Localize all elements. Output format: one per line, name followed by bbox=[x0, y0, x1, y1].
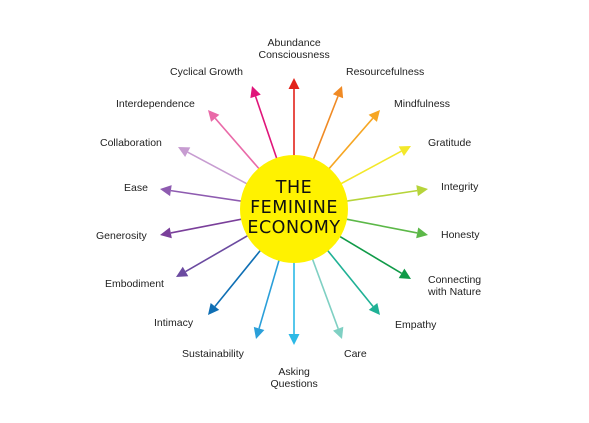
spoke-arrowhead-17 bbox=[250, 86, 261, 99]
spoke-arrowhead-9 bbox=[288, 334, 300, 345]
spoke-label-15: Collaboration bbox=[100, 137, 162, 149]
spoke-arrowhead-6 bbox=[398, 268, 411, 279]
spoke-label-10: Sustainability bbox=[182, 348, 244, 360]
spoke-arrowhead-0 bbox=[288, 78, 300, 89]
center-title: THE FEMININE ECONOMY bbox=[239, 168, 349, 248]
spoke-arrowhead-14 bbox=[160, 185, 172, 197]
spoke-arrowhead-7 bbox=[368, 302, 380, 315]
spoke-label-4: Integrity bbox=[441, 181, 479, 193]
center-circle bbox=[240, 155, 348, 263]
spoke-label-13: Generosity bbox=[96, 230, 147, 242]
spoke-arrowhead-15 bbox=[178, 147, 191, 158]
spoke-arrowhead-3 bbox=[398, 146, 411, 157]
spoke-label-8: Care bbox=[344, 348, 367, 360]
spoke-arrowhead-5 bbox=[416, 227, 428, 239]
spoke-arrowhead-1 bbox=[332, 86, 344, 99]
spoke-label-7: Empathy bbox=[395, 319, 437, 331]
spoke-label-1: Resourcefulness bbox=[346, 66, 425, 78]
spoke-label-12: Embodiment bbox=[105, 278, 164, 290]
spoke-label-17: Cyclical Growth bbox=[170, 66, 243, 78]
spoke-arrowhead-4 bbox=[416, 185, 428, 197]
spoke-arrowhead-10 bbox=[253, 326, 265, 339]
spoke-arrowhead-12 bbox=[176, 266, 189, 277]
spoke-label-3: Gratitude bbox=[428, 137, 472, 149]
spoke-label-14: Ease bbox=[124, 182, 148, 194]
spoke-label-16: Interdependence bbox=[116, 98, 195, 110]
spoke-arrowhead-11 bbox=[208, 302, 220, 315]
spoke-label-11: Intimacy bbox=[154, 317, 194, 329]
spoke-arrowhead-13 bbox=[160, 227, 172, 239]
spoke-arrowhead-2 bbox=[368, 110, 380, 122]
spoke-label-5: Honesty bbox=[441, 229, 480, 241]
spoke-arrowhead-16 bbox=[208, 110, 220, 122]
spoke-label-2: Mindfulness bbox=[394, 98, 451, 110]
spoke-arrowhead-8 bbox=[333, 326, 344, 339]
center-title-text: THE FEMININE ECONOMY bbox=[247, 178, 341, 238]
